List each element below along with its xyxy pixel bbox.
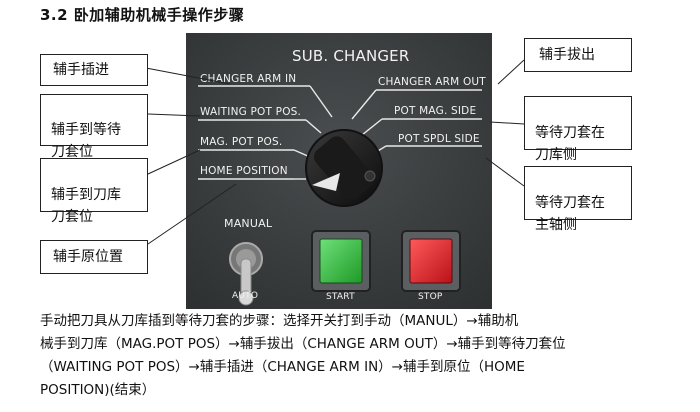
label-changer-arm-out: CHANGER ARM OUT bbox=[378, 76, 486, 88]
callout-pot-mag-side: 等待刀套在 刀库侧 bbox=[524, 96, 632, 163]
callout-arm-in: 辅手插进 bbox=[40, 54, 148, 86]
label-home-position: HOME POSITION bbox=[200, 165, 288, 177]
callout-waiting-pot-text: 辅手到等待 刀套位 bbox=[51, 122, 121, 160]
stop-button-graphic bbox=[401, 230, 461, 292]
callout-mag-pot-text: 辅手到刀库 刀套位 bbox=[51, 187, 121, 225]
label-mag-pot-pos: MAG. POT POS. bbox=[200, 136, 283, 148]
callout-arm-out: 辅手拔出 bbox=[524, 38, 632, 72]
label-auto: AUTO bbox=[232, 291, 259, 301]
label-start: START bbox=[326, 292, 355, 302]
callout-waiting-pot: 辅手到等待 刀套位 bbox=[40, 94, 148, 160]
selector-label-lines bbox=[198, 85, 482, 180]
label-changer-arm-in: CHANGER ARM IN bbox=[200, 73, 297, 85]
panel-title: SUB. CHANGER bbox=[292, 47, 410, 65]
rotary-selector-knob bbox=[305, 129, 383, 207]
callout-mag-pot: 辅手到刀库 刀套位 bbox=[40, 158, 148, 225]
label-pot-mag-side: POT MAG. SIDE bbox=[394, 105, 477, 117]
callout-pot-mag-side-text: 等待刀套在 刀库侧 bbox=[535, 125, 605, 163]
callout-home: 辅手原位置 bbox=[40, 240, 148, 274]
callout-pot-spdl-side: 等待刀套在 主轴侧 bbox=[524, 166, 632, 233]
label-pot-spdl-side: POT SPDL SIDE bbox=[398, 133, 480, 145]
section-heading: 3.2 卧加辅助机械手操作步骤 bbox=[40, 6, 245, 24]
manual-auto-toggle-switch bbox=[229, 242, 263, 306]
control-panel-photo: SUB. CHANGER CHANGER ARM IN WAITING POT … bbox=[186, 33, 492, 309]
label-manual: MANUAL bbox=[224, 217, 273, 230]
procedure-paragraph: 手动把刀具从刀库插到等待刀套的步骤：选择开关打到手动（MANUL）→辅助机 械手… bbox=[40, 313, 566, 398]
label-waiting-pot-pos: WAITING POT POS. bbox=[200, 106, 302, 118]
control-panel-drawing bbox=[186, 33, 492, 309]
label-stop: STOP bbox=[418, 292, 443, 302]
start-button-graphic bbox=[311, 230, 371, 292]
callout-pot-spdl-side-text: 等待刀套在 主轴侧 bbox=[535, 195, 605, 233]
